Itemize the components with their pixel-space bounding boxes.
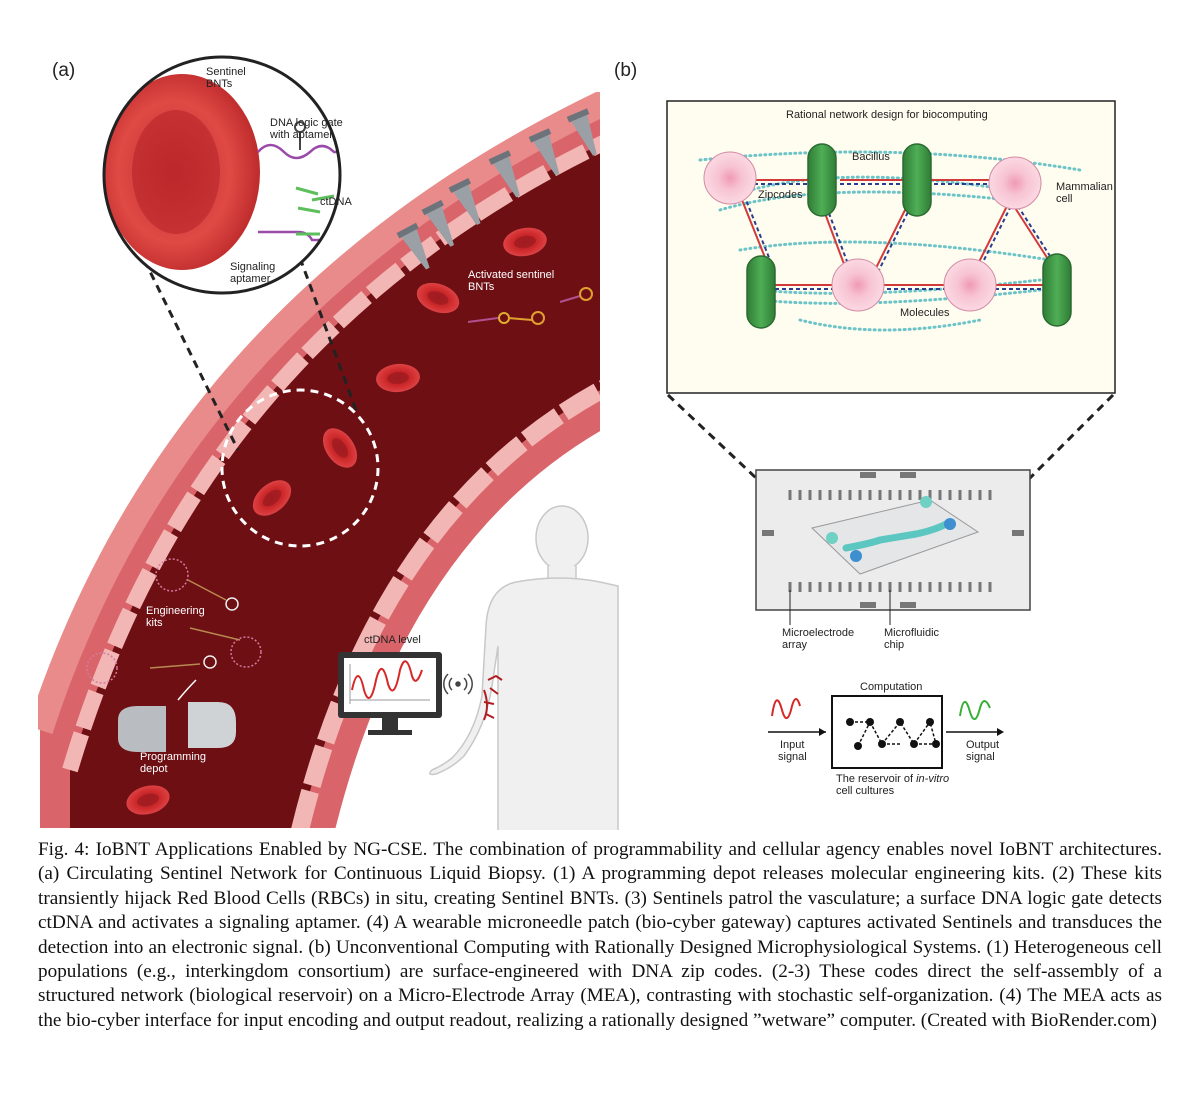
inset-aptamer-label: Signaling aptamer [230, 261, 278, 285]
bacillus-label: Bacillus [852, 151, 890, 163]
engineering-kits [86, 558, 262, 684]
blood-vessel [38, 92, 600, 828]
mammalian-cells [703, 151, 1042, 312]
network-title: Rational network design for biocomputing [786, 109, 988, 121]
arm-patch [483, 674, 503, 721]
inset-sentinel-label: Sentinel BNTs [206, 66, 249, 90]
figure-illustration: (a) [38, 55, 1116, 830]
input-signal-wave [771, 698, 801, 719]
programming-depot [118, 679, 236, 752]
computation-title: Computation [860, 681, 922, 693]
dna-links [739, 179, 1060, 290]
inset-logic-gate-label: DNA logic gate with aptamer [269, 117, 346, 141]
reservoir-caption: The reservoir of in-vitro cell cultures [836, 773, 952, 797]
engineering-kits-label: Engineering kits [146, 605, 208, 629]
inset-circle [102, 55, 342, 295]
programming-depot-label: Programming depot [140, 751, 209, 775]
zoom-line-left [130, 234, 240, 451]
microelectrode-label: Microelectrode array [782, 627, 857, 651]
molecules-label: Molecules [900, 307, 950, 319]
input-signal-label: Input signal [778, 739, 808, 763]
panel-b-label: (b) [614, 60, 637, 81]
bacillus-cells [746, 143, 1072, 329]
activated-sentinel-gates [467, 287, 593, 325]
ctdna-monitor [338, 652, 442, 735]
mea-chip [755, 469, 1031, 611]
reservoir-network [846, 718, 940, 750]
inset-ctdna-label: ctDNA [320, 196, 352, 208]
output-signal-label: Output signal [966, 739, 1002, 763]
figure-caption: Fig. 4: IoBNT Applications Enabled by NG… [38, 839, 1162, 1031]
output-signal-wave [959, 700, 991, 720]
monitor-title: ctDNA level [364, 634, 421, 646]
zipcodes-label: Zipcodes [758, 189, 803, 201]
microfluidic-label: Microfluidic chip [884, 627, 942, 651]
panel-a-label: (a) [52, 60, 75, 81]
mammalian-label: Mammalian cell [1056, 181, 1116, 205]
sentinel-highlight-circle [220, 388, 380, 548]
wireless-icon [443, 673, 473, 695]
human-figure [429, 505, 619, 830]
activated-sentinel-label: Activated sentinel BNTs [468, 269, 557, 293]
reservoir-box [831, 695, 943, 769]
